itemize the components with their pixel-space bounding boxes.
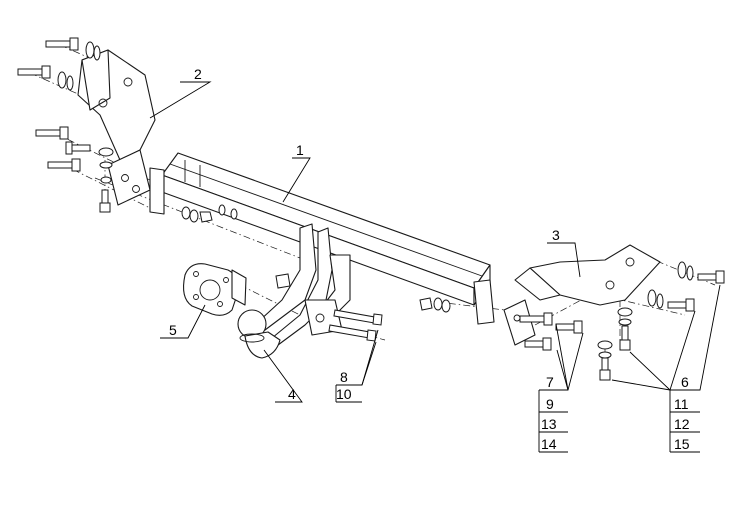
callout-12: 12 — [674, 416, 690, 432]
callout-9: 9 — [546, 396, 554, 412]
bolts-left-lower — [35, 126, 114, 213]
bolts-right-upper — [647, 261, 725, 312]
callout-8: 8 — [340, 369, 348, 385]
nut-hook — [275, 273, 291, 289]
callout-13: 13 — [541, 416, 557, 432]
callout-3: 3 — [552, 227, 560, 243]
bolts-right-lower — [519, 312, 583, 351]
bolts-left-upper — [17, 37, 101, 91]
callout-labels: 2 1 3 5 4 8 10 7 9 13 14 6 11 12 15 — [169, 66, 690, 452]
callout-5: 5 — [169, 322, 177, 338]
callout-10: 10 — [336, 386, 352, 402]
bolts-hook — [328, 309, 383, 342]
left-bracket — [77, 49, 156, 206]
nuts-beam-left — [181, 204, 238, 223]
bolts-right-vertical — [597, 307, 633, 381]
nuts-beam-right — [419, 297, 451, 313]
callout-6: 6 — [681, 374, 689, 390]
callout-4: 4 — [288, 386, 296, 402]
socket-plate — [183, 263, 247, 316]
callout-15: 15 — [674, 436, 690, 452]
callout-2: 2 — [194, 66, 202, 82]
callout-14: 14 — [541, 436, 557, 452]
callout-7: 7 — [546, 374, 554, 390]
tow-hook — [237, 223, 351, 359]
callout-1: 1 — [296, 142, 304, 158]
callout-11: 11 — [674, 396, 689, 412]
leader-lines — [149, 81, 721, 453]
